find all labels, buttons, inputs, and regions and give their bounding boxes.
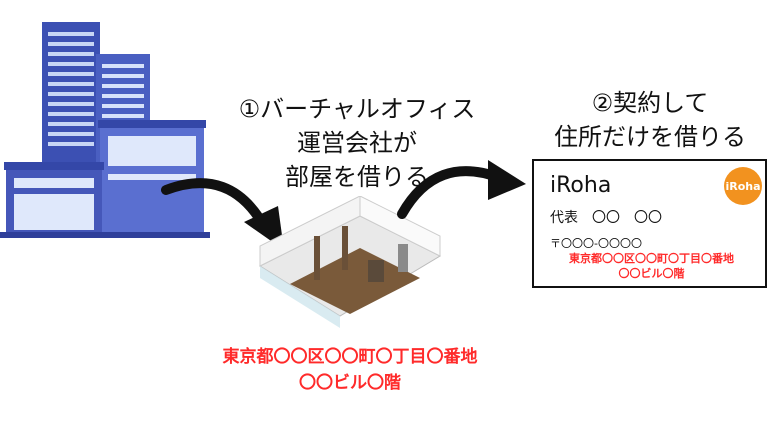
card-address-line: 東京都〇〇区〇〇町〇丁目〇番地	[569, 252, 734, 265]
step2-line: 住所だけを借りる	[554, 123, 746, 151]
step1-line: ①バーチャルオフィス	[238, 95, 476, 123]
card-zip-code: 〒〇〇〇-〇〇〇〇	[550, 237, 642, 250]
card-representative: 代表 〇〇 〇〇	[550, 210, 662, 226]
office-address-line: 〇〇ビル〇階	[299, 373, 401, 393]
step2-label: ②契約して 住所だけを借りる	[540, 86, 760, 154]
room-floorplan-icon	[258, 196, 442, 328]
step1-line: 部屋を借りる	[285, 163, 429, 191]
card-address: 東京都〇〇区〇〇町〇丁目〇番地 〇〇ビル〇階	[538, 251, 765, 281]
company-logo: iRoha	[724, 167, 762, 205]
step2-line: ②契約して	[591, 89, 709, 117]
office-address: 東京都〇〇区〇〇町〇丁目〇番地 〇〇ビル〇階	[200, 344, 500, 396]
card-address-line: 〇〇ビル〇階	[618, 267, 685, 280]
arrow-right-icon	[397, 160, 526, 219]
step1-line: 運営会社が	[297, 129, 417, 157]
office-address-line: 東京都〇〇区〇〇町〇丁目〇番地	[222, 347, 478, 367]
card-company-name: iRoha	[550, 173, 612, 198]
step1-label: ①バーチャルオフィス 運営会社が 部屋を借りる	[218, 92, 496, 194]
business-card: iRoha iRoha 代表 〇〇 〇〇 〒〇〇〇-〇〇〇〇 東京都〇〇区〇〇町…	[532, 159, 767, 288]
office-building-icon	[0, 22, 210, 238]
